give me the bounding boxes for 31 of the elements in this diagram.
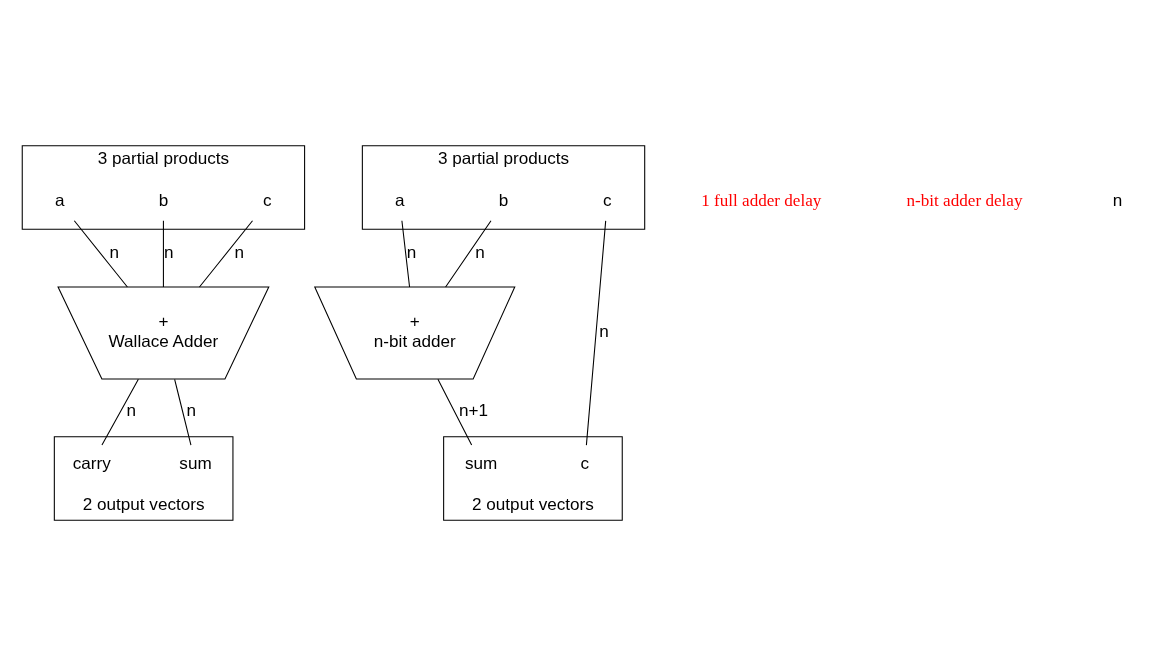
connector (73, 220, 128, 288)
connector (445, 220, 492, 288)
connector (101, 378, 139, 446)
connector (162, 220, 164, 288)
edge-label: n (406, 242, 417, 262)
node-text: c (580, 453, 590, 473)
connector (437, 378, 473, 446)
node-text: sum (464, 453, 498, 473)
node-text: carry (72, 453, 111, 473)
edge-label: n (234, 242, 245, 262)
edge-label: n (475, 242, 485, 262)
edge-label: n+1 (459, 401, 489, 421)
edge-label: n (109, 242, 119, 262)
connector (198, 220, 254, 288)
connector (585, 220, 607, 446)
node-text: c (262, 190, 272, 210)
node-text: sum (179, 453, 212, 473)
label: n (1112, 190, 1123, 210)
node-text: b (498, 190, 509, 210)
edge-label: n (164, 242, 174, 262)
edge-label: n (126, 401, 137, 421)
node-text: b (158, 190, 169, 210)
edge-label: n (186, 401, 196, 421)
edge-label: n (599, 322, 609, 342)
node-text: c (602, 190, 612, 210)
node-text: a (395, 190, 405, 210)
node-text: a (54, 190, 65, 210)
label: n-bit adder delay (906, 190, 1023, 210)
connector (401, 220, 411, 288)
label: 1 full adder delay (701, 190, 822, 210)
connector (174, 378, 192, 446)
